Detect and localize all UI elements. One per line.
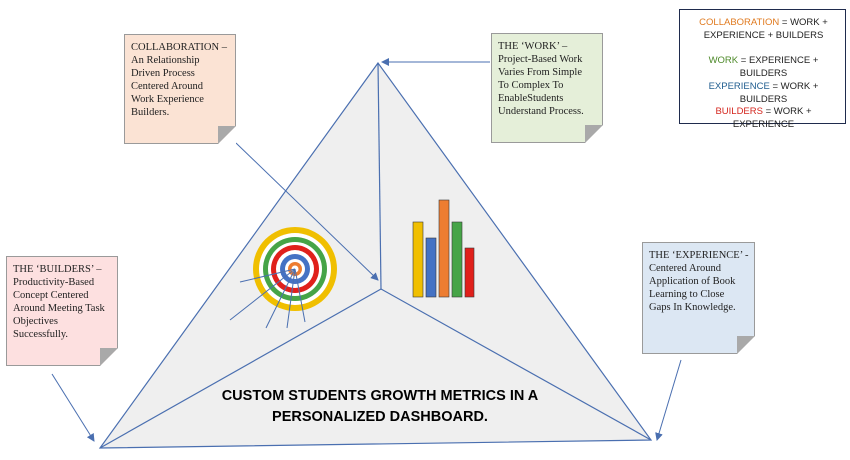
pyramid-triangle	[98, 61, 653, 449]
pyramid-edge-right	[380, 288, 652, 441]
bar-chart-icon	[412, 199, 475, 298]
legend-equation: = WORK + BUILDERS	[739, 81, 819, 105]
note-fold	[100, 348, 118, 366]
legend-term: EXPERIENCE	[708, 81, 770, 92]
note-fold	[737, 336, 755, 354]
legend-term: BUILDERS	[715, 106, 763, 117]
legend-equation: = EXPERIENCE + BUILDERS	[738, 55, 819, 79]
legend-equation: = WORK + EXPERIENCE	[732, 106, 812, 130]
target-icon	[229, 227, 337, 329]
note-builders-text: THE ‘BUILDERS’ – Productivity-Based Conc…	[13, 264, 105, 340]
note-collaboration-text: COLLABORATION – An Relationship Driven P…	[131, 42, 227, 118]
legend-term: WORK	[708, 55, 739, 66]
bar-chart-bar	[425, 237, 437, 298]
note-collaboration: COLLABORATION – An Relationship Driven P…	[124, 34, 236, 144]
note-fold	[218, 126, 236, 144]
note-experience: THE ‘EXPERIENCE’ - Centered Around Appli…	[642, 242, 755, 354]
legend-row-collaboration: COLLABORATION = WORK + EXPERIENCE + BUIL…	[686, 16, 841, 42]
bar-chart-bar	[451, 221, 463, 298]
arrow-collaboration-to-center	[235, 142, 379, 281]
dashboard-title: CUSTOM STUDENTS GROWTH METRICS IN A PERS…	[221, 388, 539, 425]
legend-box: COLLABORATION = WORK + EXPERIENCE + BUIL…	[679, 9, 846, 130]
legend-equation: = WORK +	[779, 17, 828, 28]
bar-chart-bar	[438, 199, 450, 298]
arrow-builders-to-corner	[51, 373, 95, 442]
note-work: THE ‘WORK’ – Project-Based Work Varies F…	[491, 33, 603, 143]
legend-equation-line2: EXPERIENCE + BUILDERS	[703, 30, 824, 41]
legend-row-builders: BUILDERS = WORK + EXPERIENCE	[686, 105, 841, 131]
bar-chart-bar	[412, 221, 424, 298]
note-builders: THE ‘BUILDERS’ – Productivity-Based Conc…	[6, 256, 118, 366]
bar-chart-bar	[464, 247, 475, 298]
note-experience-text: THE ‘EXPERIENCE’ - Centered Around Appli…	[649, 250, 749, 313]
note-work-text: THE ‘WORK’ – Project-Based Work Varies F…	[498, 41, 584, 117]
pyramid-edge-top	[377, 62, 382, 290]
note-fold	[585, 125, 603, 143]
legend-term: COLLABORATION	[699, 17, 780, 28]
legend-row-experience: EXPERIENCE = WORK + BUILDERS	[686, 80, 841, 106]
legend-row-work: WORK = EXPERIENCE + BUILDERS	[686, 54, 841, 80]
pyramid-edge-left	[99, 288, 382, 449]
arrow-experience-to-corner	[655, 359, 682, 441]
